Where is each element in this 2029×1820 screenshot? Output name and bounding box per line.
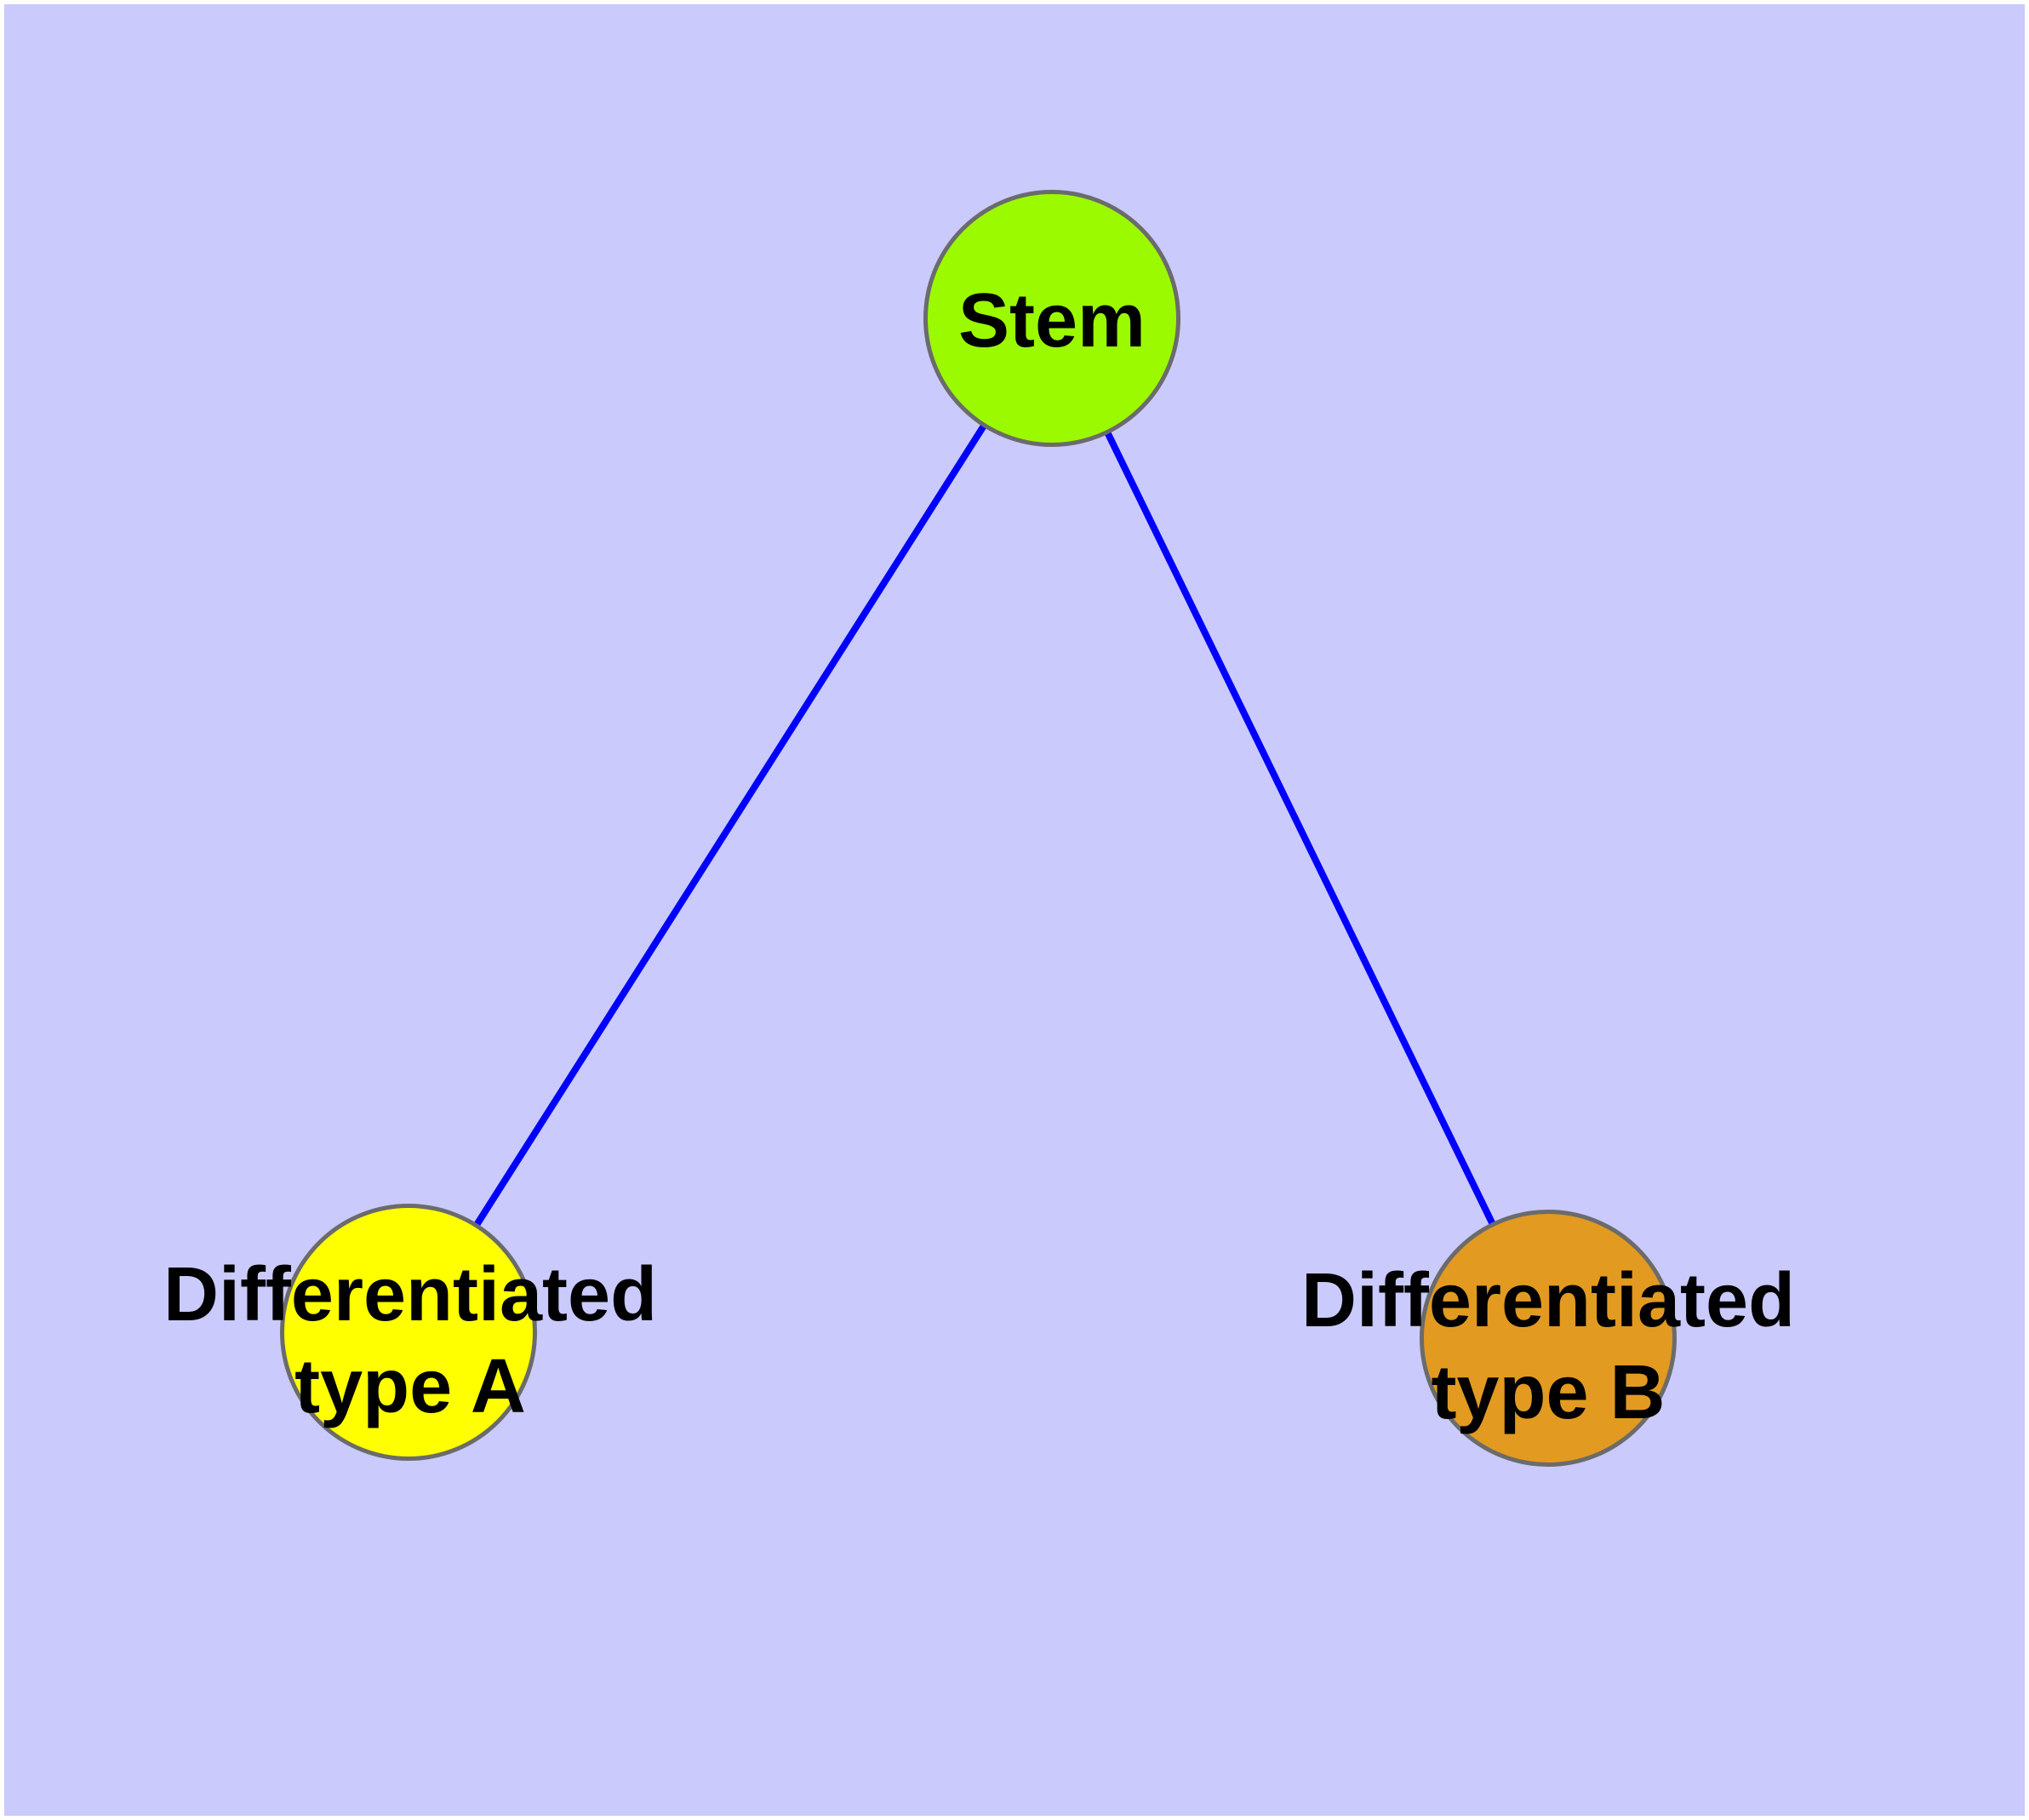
node-label-type-a-line-1: Differentiated: [163, 1252, 658, 1337]
node-label-type-b-line-1: Differentiated: [1300, 1258, 1796, 1343]
node-label-stem: Stem: [958, 275, 1146, 367]
node-differentiated-type-a: [280, 1204, 537, 1461]
node-label-differentiated-type-b: Differentiated type B: [1301, 1255, 1795, 1439]
edge-stem-to-type-a: [405, 316, 1055, 1335]
node-differentiated-type-b: [1420, 1210, 1677, 1467]
node-label-differentiated-type-a: Differentiated type A: [163, 1249, 657, 1433]
node-label-type-a-line-2: type A: [294, 1344, 526, 1429]
node-label-type-b-line-2: type B: [1431, 1350, 1666, 1435]
node-label-stem-line-1: Stem: [957, 278, 1146, 363]
node-stem: [923, 190, 1180, 447]
edge-stem-to-type-b: [1049, 317, 1552, 1340]
